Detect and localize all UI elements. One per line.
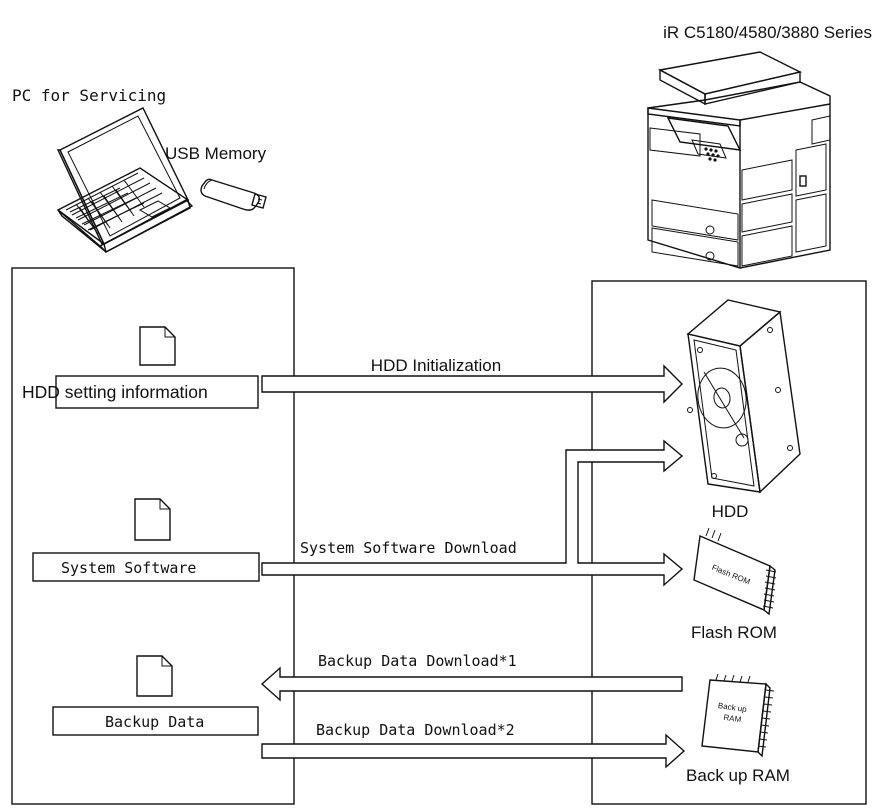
backup-ram-icon: Back up RAM <box>701 673 775 758</box>
backup-download-2-arrow <box>261 733 686 769</box>
backup-download-2-label: Backup Data Download*2 <box>316 721 515 739</box>
file-label-system-software: System Software <box>61 559 196 577</box>
file-icon-backup-data <box>136 655 173 697</box>
backup-ram-chip-text-2: RAM <box>723 713 742 724</box>
flash-rom-icon: Flash ROM <box>693 527 777 616</box>
laptop-icon <box>56 107 194 254</box>
right-panel <box>591 280 867 805</box>
hdd-label: HDD <box>712 502 749 521</box>
hdd-init-label: HDD Initialization <box>371 356 501 375</box>
backup-ram-label: Back up RAM <box>686 766 790 785</box>
system-download-arrow <box>261 439 684 587</box>
system-download-label: System Software Download <box>300 539 517 557</box>
file-box-backup-data <box>52 706 259 736</box>
usb-memory-icon <box>200 178 267 211</box>
backup-download-1-label: Backup Data Download*1 <box>318 652 517 670</box>
copier-icon <box>647 51 831 269</box>
usb-label: USB Memory <box>165 144 267 163</box>
file-label-backup-data: Backup Data <box>105 713 204 731</box>
file-icon-hdd-setting <box>139 326 176 366</box>
backup-download-1-arrow <box>260 666 683 702</box>
flash-rom-label: Flash ROM <box>691 623 777 642</box>
left-panel <box>11 267 295 805</box>
flash-rom-chip-text: Flash ROM <box>710 563 751 587</box>
file-box-system-software <box>32 552 260 582</box>
file-icon-system-software <box>134 498 171 541</box>
file-box-hdd-setting <box>55 375 259 409</box>
backup-ram-chip-text-1: Back up <box>717 701 747 714</box>
hdd-init-arrow <box>261 364 683 404</box>
file-label-hdd-setting: HDD setting information <box>22 382 208 402</box>
hdd-icon <box>686 299 801 494</box>
pc-label: PC for Servicing <box>12 86 166 105</box>
device-label: iR C5180/4580/3880 Series <box>663 23 872 42</box>
